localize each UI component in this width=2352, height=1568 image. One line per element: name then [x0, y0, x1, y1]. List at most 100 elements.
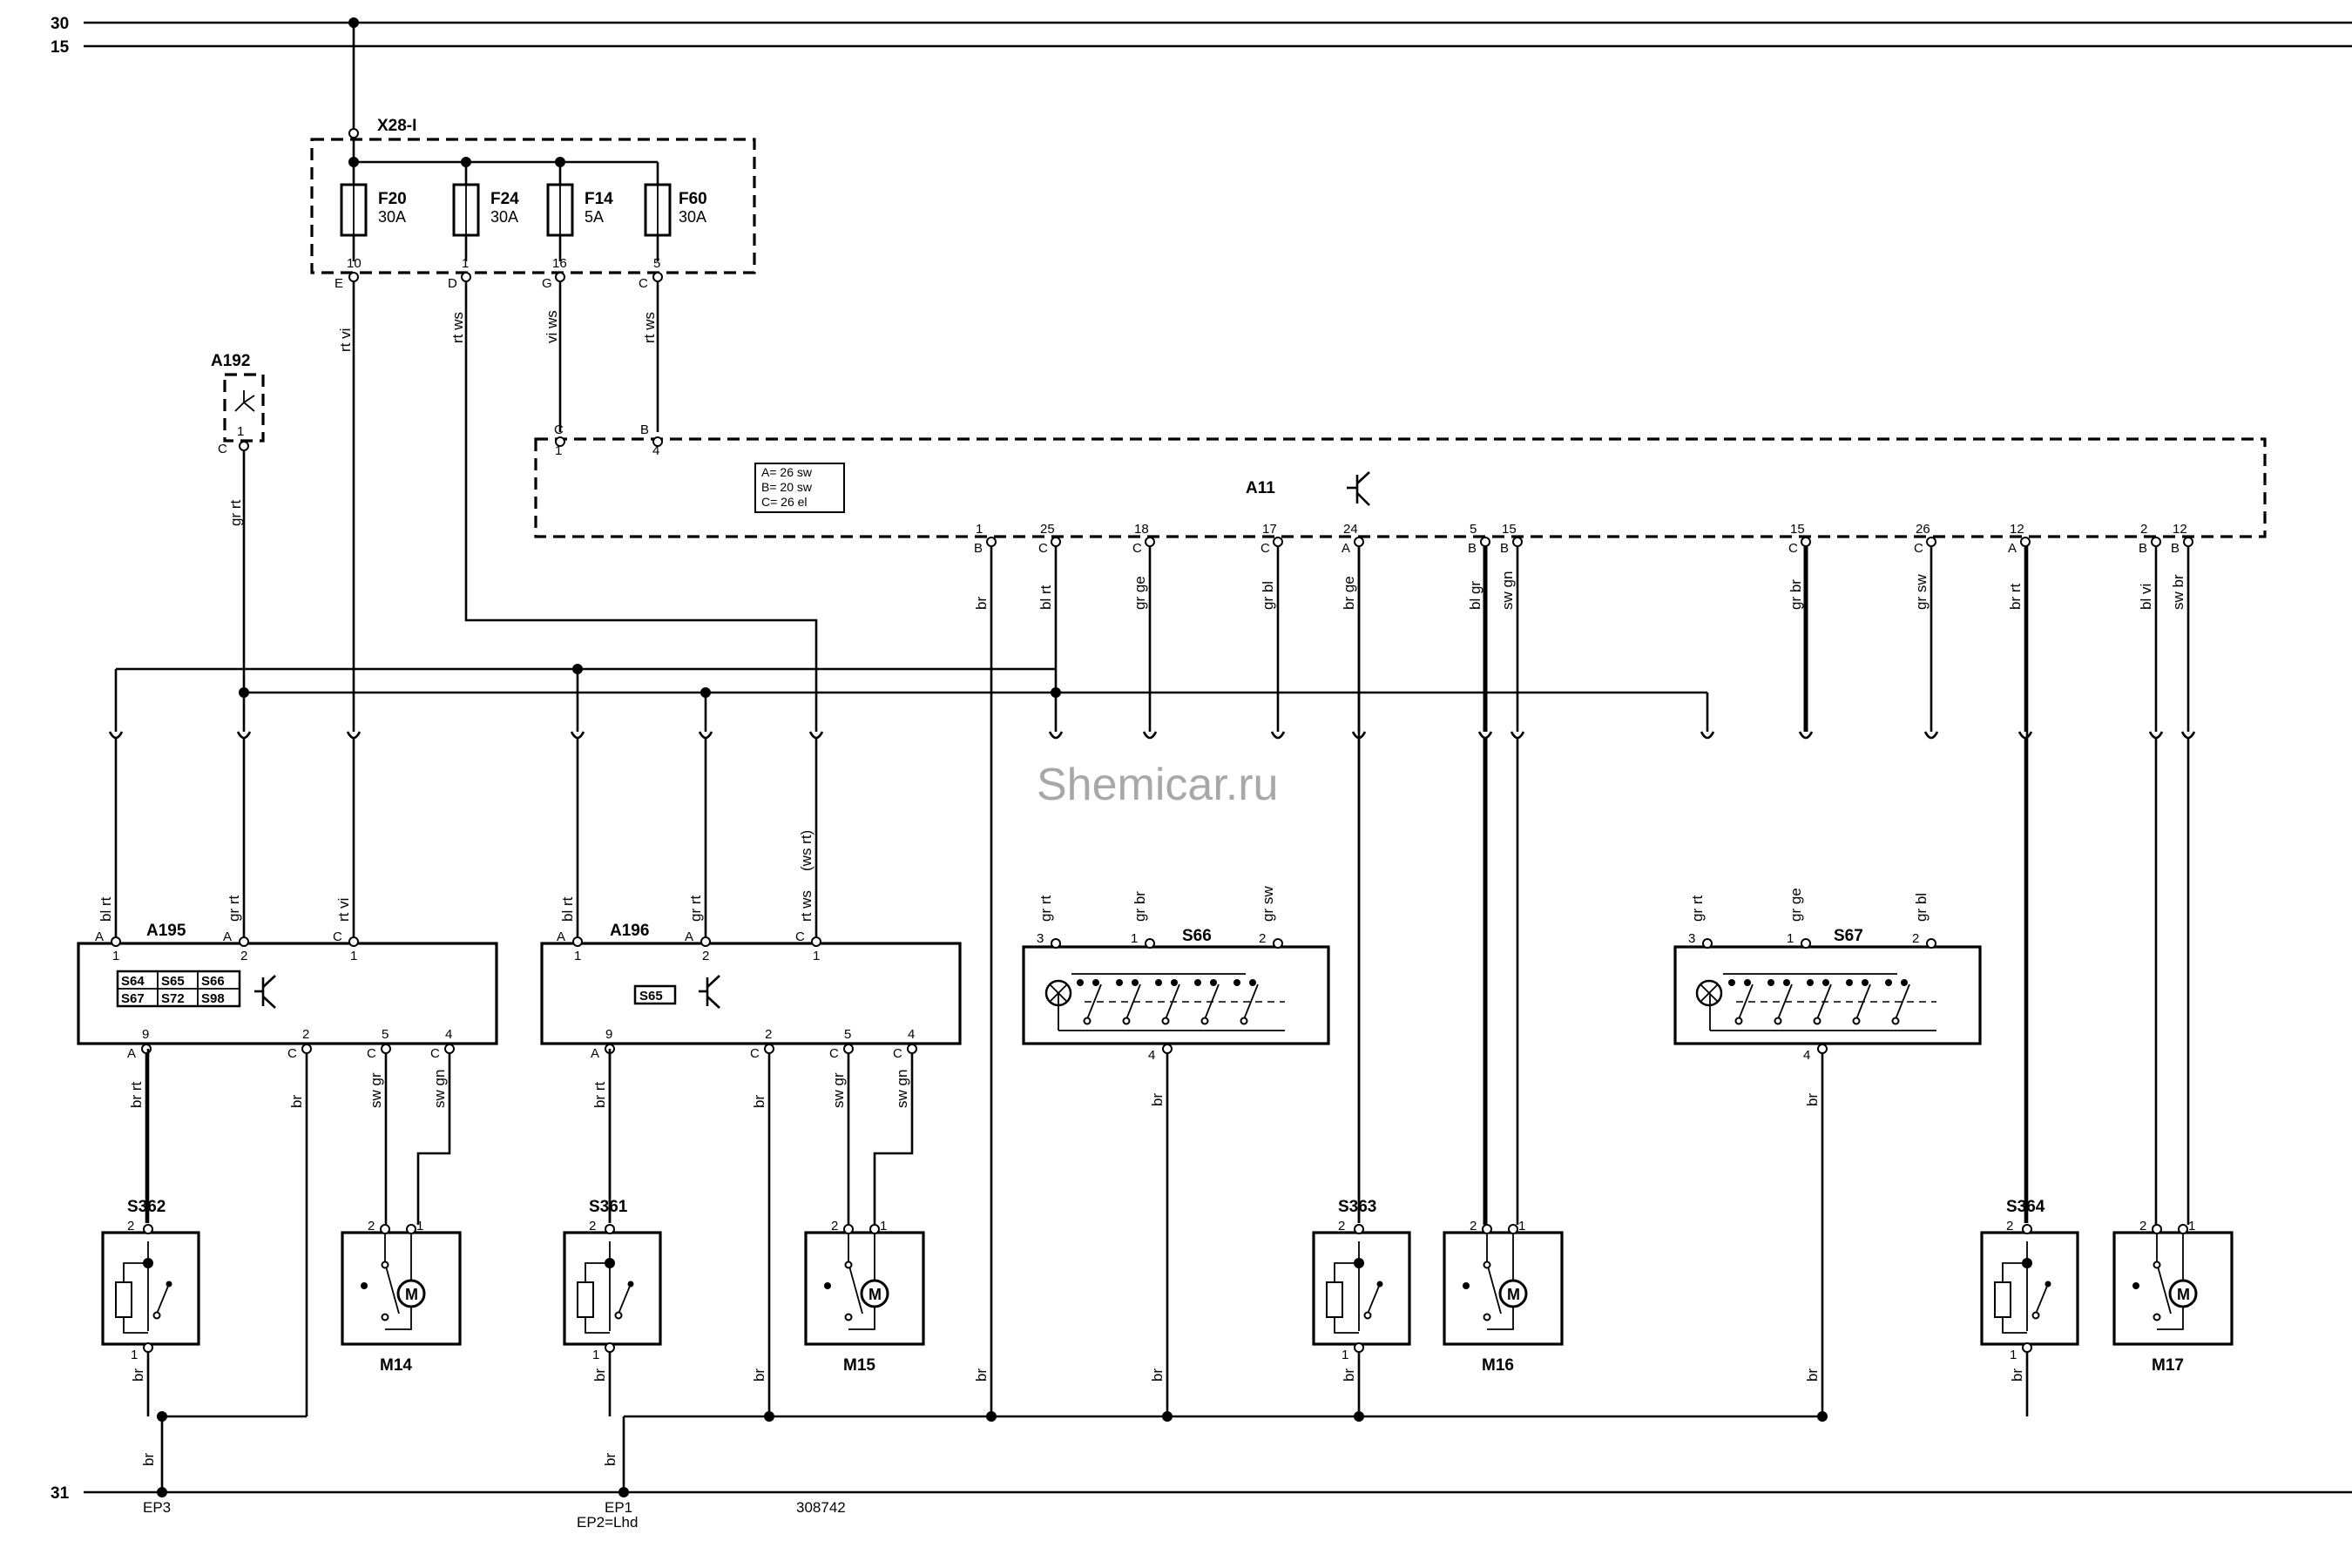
- motor-label: M15: [843, 1356, 875, 1375]
- connector-arc: [1048, 731, 1064, 740]
- a196-label: A196: [610, 922, 649, 940]
- a196-top-plug: A: [685, 929, 693, 944]
- a11-pin: [1273, 537, 1283, 547]
- ground-wire-ep1: br: [602, 1453, 618, 1466]
- transistor-icon: [699, 975, 720, 1009]
- connector-arc: [1798, 731, 1814, 740]
- a196-bot-wire-color: br rt: [591, 1082, 608, 1109]
- a11-pin: [1051, 537, 1061, 547]
- contact-pin: [1483, 1313, 1491, 1321]
- a11-wire-color: br rt: [2007, 584, 2024, 611]
- contact-dot: [1194, 979, 1201, 986]
- contact-dot: [1092, 979, 1099, 986]
- door-switch-wire-color: br: [2009, 1369, 2025, 1382]
- a11-wire-color: gr ge: [1132, 576, 1148, 610]
- ground-ep2: EP2=Lhd: [577, 1514, 638, 1531]
- a11-pin: [1145, 537, 1155, 547]
- a195-top-num: 1: [112, 949, 119, 963]
- a196-top-num: 2: [702, 949, 709, 963]
- door-switch-label: S363: [1338, 1198, 1376, 1216]
- connector-arc: [2180, 731, 2196, 740]
- contact-dot: [1376, 1281, 1383, 1288]
- resistor-icon: [577, 1281, 594, 1318]
- a196-top-wire-color: rt ws: [798, 890, 814, 922]
- a195-bot-num: 9: [142, 1027, 149, 1042]
- contact-dot: [1354, 1258, 1364, 1268]
- connector-arc: [1270, 731, 1286, 740]
- s67-top-pin: [1702, 938, 1713, 949]
- a11-pin-plug: B: [1500, 541, 1509, 556]
- a11-pin-plug: B: [2171, 541, 2180, 556]
- door-switch-body: [101, 1231, 200, 1346]
- a195-bot-wire-color: sw gn: [431, 1070, 448, 1108]
- s67-top-num: 1: [1787, 931, 1794, 946]
- rail-31: 31: [51, 1484, 2352, 1503]
- a11-pin: [2183, 537, 2193, 547]
- a11-pin: [1480, 537, 1490, 547]
- a195-bot-pin: [141, 1044, 152, 1054]
- contact-dot: [1132, 979, 1139, 986]
- module-a192: A192 1 C gr rt: [211, 352, 265, 732]
- a11-wire-color: bl vi: [2138, 584, 2154, 610]
- contact-dot: [361, 1282, 368, 1289]
- watermark: Shemicar.ru: [1037, 760, 1278, 810]
- a11-pin-plug: B: [2139, 541, 2147, 556]
- motor-pin: [2152, 1224, 2162, 1234]
- contact-pin: [1813, 1017, 1821, 1025]
- a195-top-pin: [348, 936, 359, 947]
- contact-pin: [1734, 1017, 1743, 1025]
- contact-dot: [1901, 979, 1908, 986]
- a196-top-wire-color: bl rt: [559, 896, 576, 922]
- a11-pin-plug: C: [1260, 541, 1270, 556]
- a196-bot-num: 4: [908, 1027, 915, 1042]
- motor-m-glyph: M: [868, 1286, 882, 1303]
- door-switch-wire: [2002, 1262, 2027, 1282]
- motor-wire: [1487, 1307, 1514, 1330]
- a195-bot-plug: C: [287, 1046, 297, 1061]
- diagram-number: 308742: [796, 1499, 846, 1516]
- rail-31-label: 31: [51, 1484, 70, 1503]
- a11-pin-num: 5: [1470, 522, 1477, 537]
- a11-top-plug-c: C: [554, 422, 564, 437]
- s67-label: S67: [1834, 927, 1863, 945]
- motor-wire: [385, 1307, 412, 1330]
- s66-bot-wire-color-2: br: [1149, 1369, 1166, 1382]
- a196-wire-alt: (ws rt): [798, 830, 814, 871]
- a11-legend-c: C= 26 el: [761, 495, 808, 509]
- motor-body: [804, 1231, 925, 1346]
- a11-legend-a: A= 26 sw: [761, 465, 813, 479]
- a196-top-plug: A: [557, 929, 565, 944]
- contact-dot: [2044, 1281, 2051, 1288]
- a195-top-plug: A: [223, 929, 232, 944]
- connector-arc: [808, 731, 824, 740]
- switch-blade: [1086, 983, 1102, 1020]
- a196-bot-wire-color: sw gr: [830, 1072, 847, 1108]
- door-switch-wire: [585, 1317, 610, 1334]
- wire-gr-rt-a192: gr rt: [227, 500, 244, 527]
- connector-arc: [2148, 731, 2164, 740]
- a195-bot-num: 4: [445, 1027, 452, 1042]
- fuse-box-label: X28-I: [377, 117, 416, 135]
- switch-s66: S66: [1022, 927, 1330, 1045]
- contact-pin: [1122, 1017, 1131, 1025]
- connector-arc: [108, 731, 124, 740]
- door-switch-body: [1312, 1231, 1411, 1346]
- door-switch-top-pin: [1354, 1224, 1364, 1234]
- motor-pin-2: 2: [1470, 1219, 1477, 1233]
- a11-wire-color: sw br: [2170, 574, 2186, 610]
- a196-top-num: 1: [813, 949, 820, 963]
- motor-pin: [1482, 1224, 1492, 1234]
- motor-label: M14: [380, 1356, 412, 1375]
- switch-blade: [1738, 983, 1754, 1020]
- motor-pin: [843, 1224, 854, 1234]
- s67-top-wire-color: gr ge: [1788, 888, 1804, 922]
- a195-bot-pin: [381, 1044, 391, 1054]
- a11-pin-num: 26: [1916, 522, 1930, 537]
- a196-ground-wire-color: br: [751, 1369, 767, 1382]
- contact-dot: [1728, 979, 1735, 986]
- connector-arc: [236, 731, 252, 740]
- a195-top-plug: A: [95, 929, 104, 944]
